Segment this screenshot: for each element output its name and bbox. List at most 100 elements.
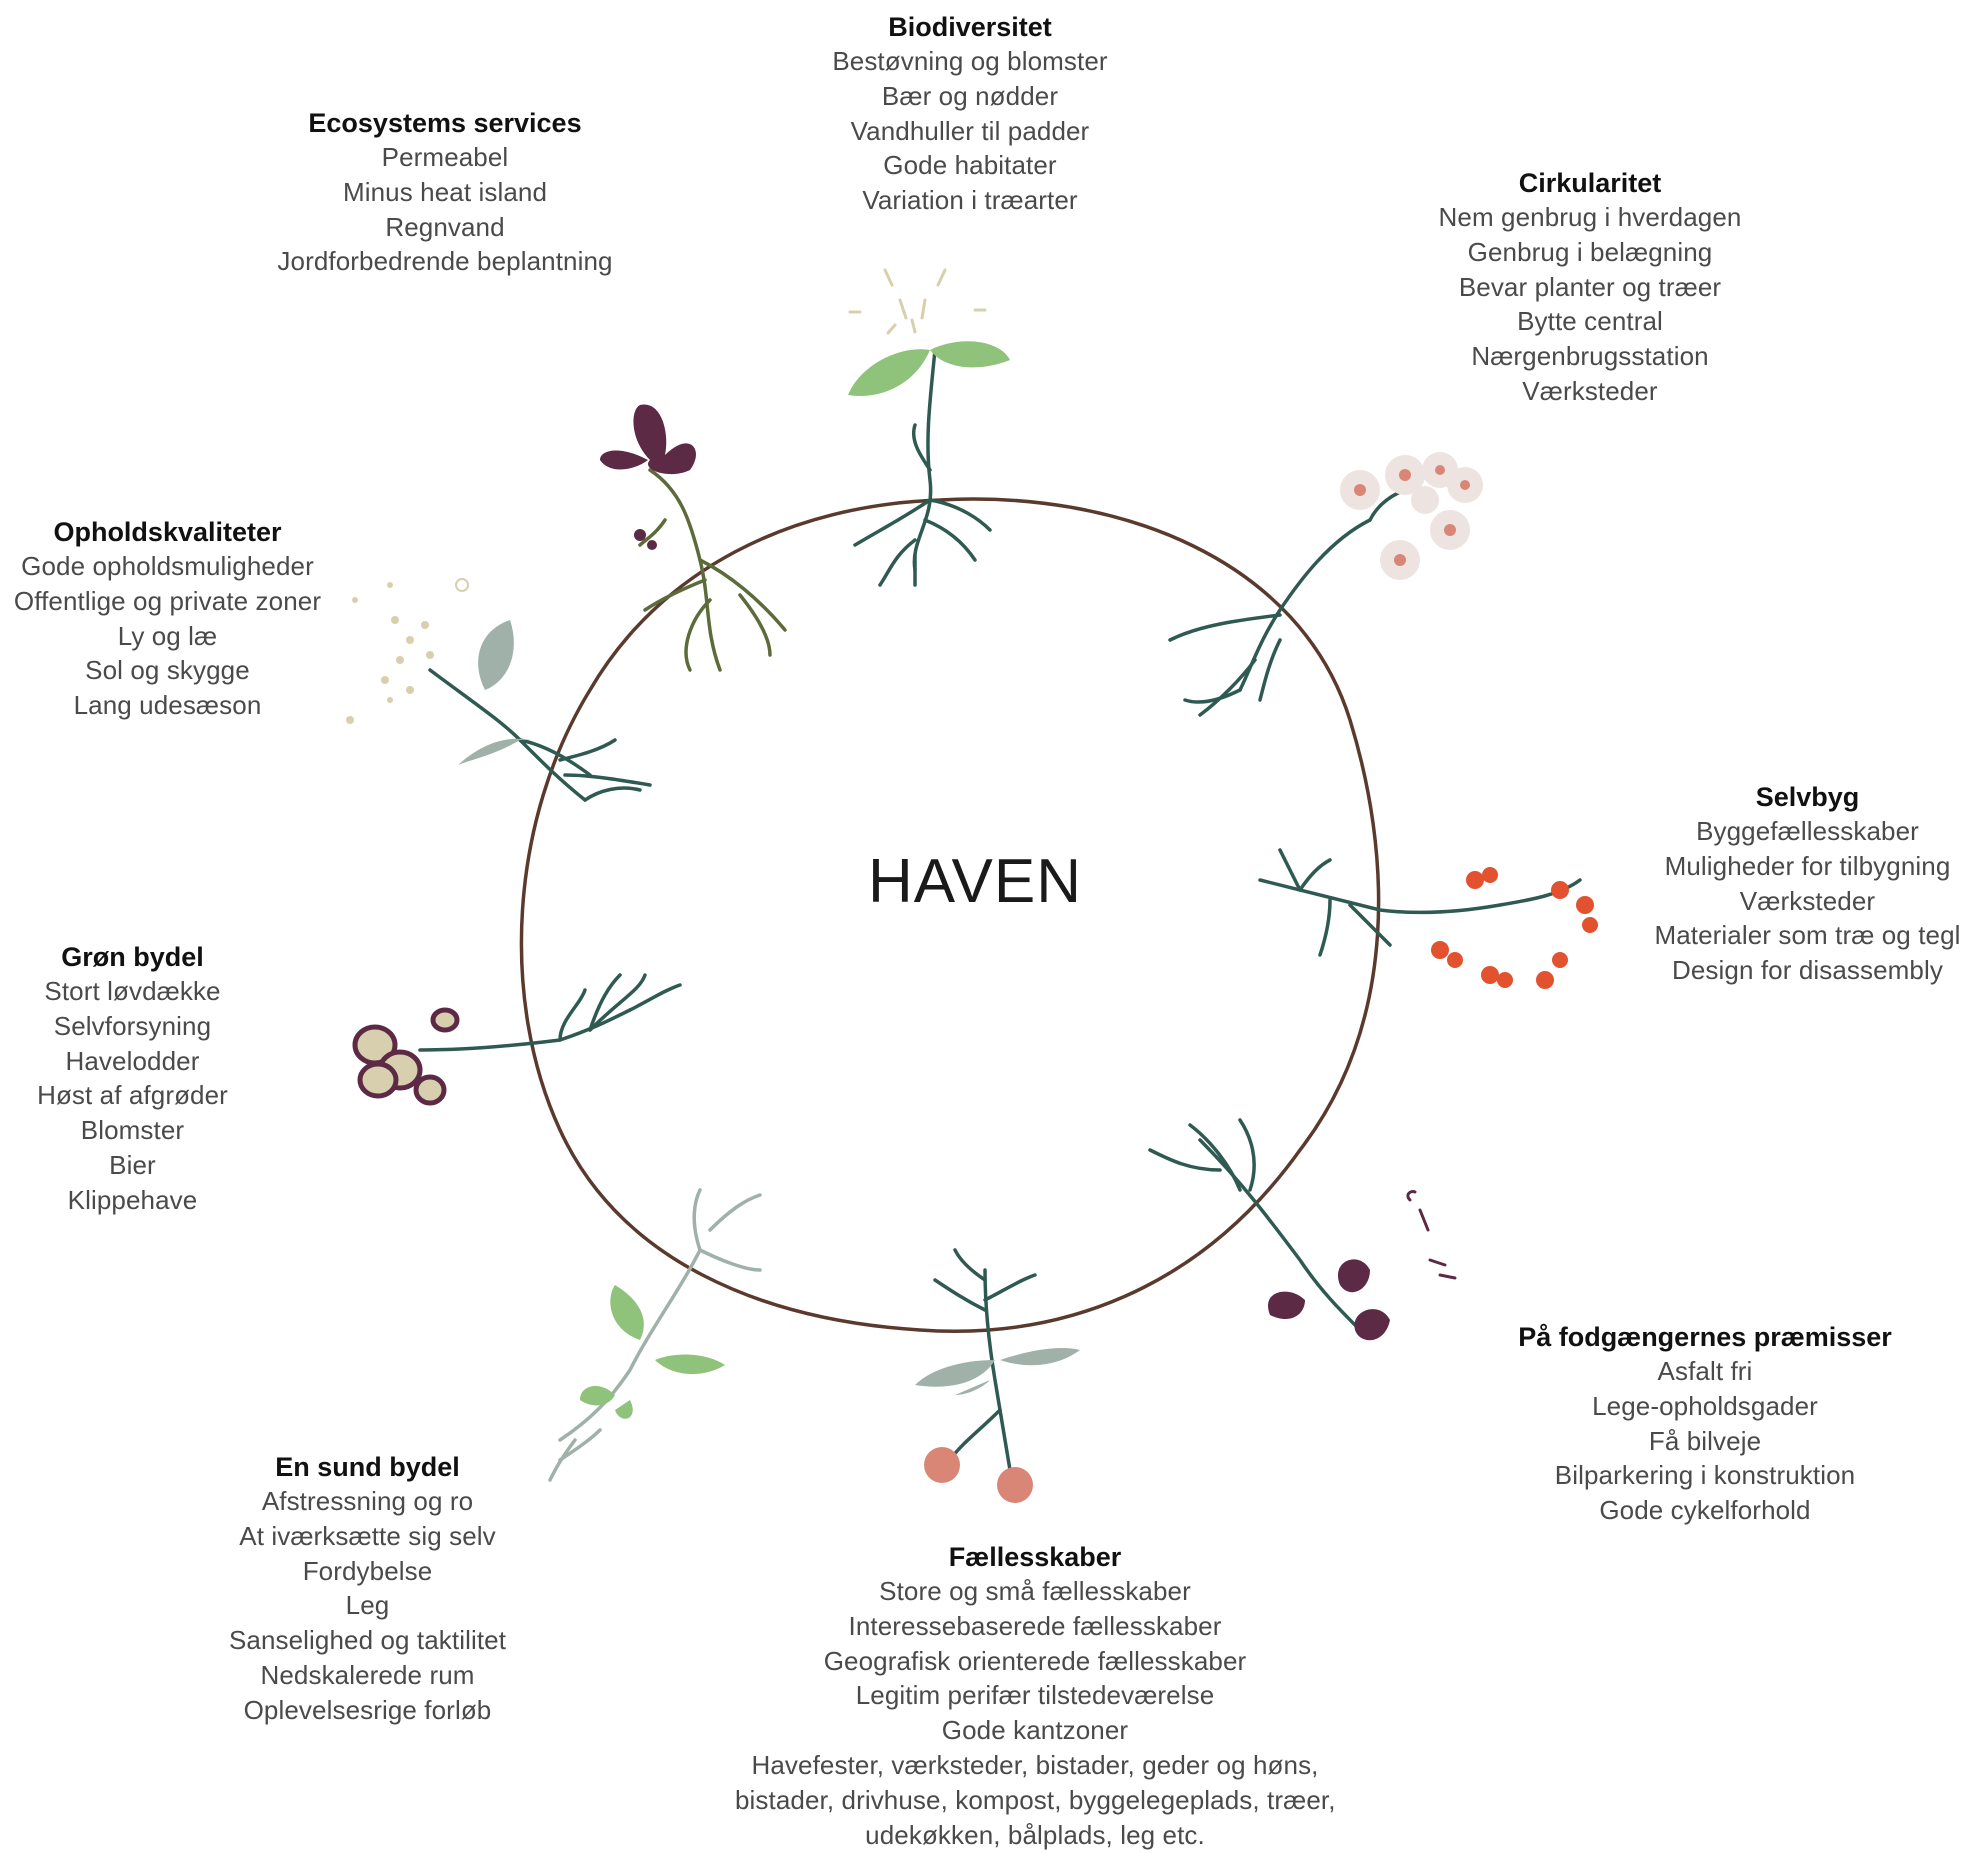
- group-title: Ecosystems services: [308, 108, 582, 138]
- group-gron-bydel: Grøn bydel Stort løvdække Selvforsyning …: [20, 940, 245, 1218]
- group-item: Oplevelsesrige forløb: [243, 1694, 492, 1725]
- group-selvbyg: Selvbyg Byggefællesskaber Muligheder for…: [1640, 780, 1975, 988]
- group-item: Nem genbrug i hverdagen: [1438, 202, 1742, 232]
- cherry-right: [997, 1467, 1033, 1503]
- group-title: En sund bydel: [275, 1452, 460, 1482]
- group-item: Permeabel: [381, 142, 509, 172]
- group-biodiversitet: Biodiversitet Bestøvning og blomster Bær…: [790, 10, 1150, 218]
- clover-flowers: [352, 1007, 460, 1106]
- haven-circle: [519, 497, 1381, 1333]
- leaf-green-right: [930, 341, 1010, 368]
- group-item: Genbrug i belægning: [1467, 236, 1713, 267]
- group-item: Ly og læ: [117, 620, 218, 651]
- sprout-upper-right-illustration: [1168, 483, 1422, 717]
- sprout-right-illustration: [1258, 848, 1582, 957]
- group-title: Selvbyg: [1755, 782, 1860, 812]
- group-item: Nedskalerede rum: [260, 1659, 475, 1690]
- sprout-upper-left-illustration: [638, 468, 787, 672]
- group-item: Høst af afgrøder: [37, 1080, 228, 1111]
- group-item: Store og små fællesskaber: [879, 1576, 1191, 1606]
- group-item: Sol og skygge: [85, 655, 250, 686]
- sprout-bottom-illustration: [933, 1248, 1037, 1472]
- group-item: Havelodder: [65, 1045, 200, 1076]
- group-item: Asfalt fri: [1657, 1356, 1753, 1386]
- center-title: HAVEN: [867, 847, 1082, 916]
- group-item: Bilparkering i konstruktion: [1554, 1460, 1856, 1491]
- group-item: Bier: [109, 1149, 156, 1180]
- group-item: Værksteder: [1522, 375, 1658, 406]
- group-item: Materialer som træ og tegl: [1654, 920, 1961, 951]
- group-item: Blomster: [80, 1115, 185, 1146]
- group-item: Bytte central: [1517, 306, 1663, 337]
- green-leaf-2: [655, 1354, 725, 1375]
- group-item: Gode habitater: [883, 150, 1057, 181]
- group-item: Gode kantzoner: [941, 1715, 1129, 1746]
- leaf-green-left: [848, 349, 930, 396]
- plum-petals: [600, 404, 696, 475]
- group-cirkularitet: Cirkularitet Nem genbrug i hverdagen Gen…: [1420, 166, 1760, 409]
- group-title: Biodiversitet: [888, 12, 1052, 42]
- group-item: Nærgenbrugsstation: [1471, 341, 1709, 372]
- group-item: Bestøvning og blomster: [832, 46, 1108, 76]
- group-item: Gode cykelforhold: [1599, 1495, 1811, 1526]
- group-item: Geografisk orienterede fællesskaber: [823, 1645, 1247, 1676]
- group-item: Byggefællesskaber: [1696, 816, 1919, 846]
- group-item: Lege-opholdsgader: [1592, 1390, 1818, 1421]
- group-ecosystems-services: Ecosystems services Permeabel Minus heat…: [255, 106, 635, 279]
- group-item: Regnvand: [385, 211, 505, 242]
- sprout-lower-left-illustration: [548, 1188, 762, 1482]
- red-buds: [1431, 867, 1598, 989]
- plum-hearts: [1268, 1259, 1390, 1341]
- group-item: Minus heat island: [342, 176, 548, 207]
- group-item: udekøkken, bålplads, leg etc.: [865, 1819, 1205, 1850]
- plum-bud-1: [634, 529, 646, 541]
- group-item: Offentlige og private zoner: [13, 585, 322, 616]
- group-title: Fællesskaber: [948, 1542, 1122, 1572]
- group-item: Havefester, værksteder, bistader, geder …: [751, 1749, 1319, 1780]
- group-title: På fodgængernes præmisser: [1518, 1322, 1892, 1352]
- group-item: Afstressning og ro: [261, 1486, 474, 1516]
- group-en-sund-bydel: En sund bydel Afstressning og ro At ivær…: [200, 1450, 535, 1728]
- group-item: Bær og nødder: [881, 80, 1059, 111]
- group-item: Interessebaserede fællesskaber: [848, 1610, 1222, 1641]
- group-title: Opholdskvaliteter: [53, 517, 282, 547]
- group-item: Værksteder: [1739, 885, 1876, 916]
- group-item: Leg: [345, 1590, 390, 1621]
- bee-marks: [1406, 1190, 1457, 1280]
- group-item: Legitim perifær tilstedeværelse: [855, 1680, 1215, 1711]
- white-flower-cluster: [1340, 452, 1483, 580]
- group-paa-fodgaengernes-praemisser: På fodgængernes præmisser Asfalt fri Leg…: [1510, 1320, 1900, 1528]
- green-leaf-1: [610, 1285, 644, 1340]
- grey-leaves-bottom: [915, 1348, 1080, 1395]
- sprout-top-illustration: [853, 348, 992, 587]
- group-item: Muligheder for tilbygning: [1664, 850, 1951, 881]
- group-item: Selvforsyning: [53, 1010, 212, 1041]
- green-leaf-3: [580, 1385, 633, 1419]
- pollen-marks: [848, 268, 987, 335]
- group-item: Vandhuller til padder: [850, 115, 1090, 146]
- group-item: At iværksætte sig selv: [239, 1520, 496, 1551]
- group-faellesskaber: Fællesskaber Store og små fællesskaber I…: [735, 1540, 1335, 1852]
- group-item: Lang udesæson: [73, 690, 262, 721]
- group-title: Cirkularitet: [1518, 168, 1662, 198]
- grey-leaf-bottom: [458, 738, 530, 765]
- group-item: Bevar planter og træer: [1458, 271, 1722, 302]
- seed-ring: [455, 578, 469, 592]
- grey-leaf-top: [478, 620, 514, 690]
- group-item: Design for disassembly: [1672, 955, 1943, 986]
- group-opholdskvaliteter: Opholdskvaliteter Gode opholdsmuligheder…: [5, 515, 330, 723]
- group-item: Klippehave: [67, 1184, 198, 1215]
- sprout-left-lower-illustration: [418, 973, 682, 1052]
- sprout-lower-right-illustration: [1148, 1118, 1362, 1332]
- group-item: Jordforbedrende beplantning: [277, 246, 613, 277]
- group-item: Gode opholdsmuligheder: [21, 551, 314, 581]
- cherry-left: [924, 1447, 960, 1483]
- seed-dots: [346, 582, 434, 724]
- sprout-left-upper-illustration: [428, 668, 652, 802]
- group-item: Stort løvdække: [44, 976, 221, 1006]
- group-item: bistader, drivhuse, kompost, byggelegepl…: [735, 1784, 1336, 1815]
- group-item: Sanselighed og taktilitet: [228, 1625, 507, 1656]
- group-title: Grøn bydel: [61, 942, 204, 972]
